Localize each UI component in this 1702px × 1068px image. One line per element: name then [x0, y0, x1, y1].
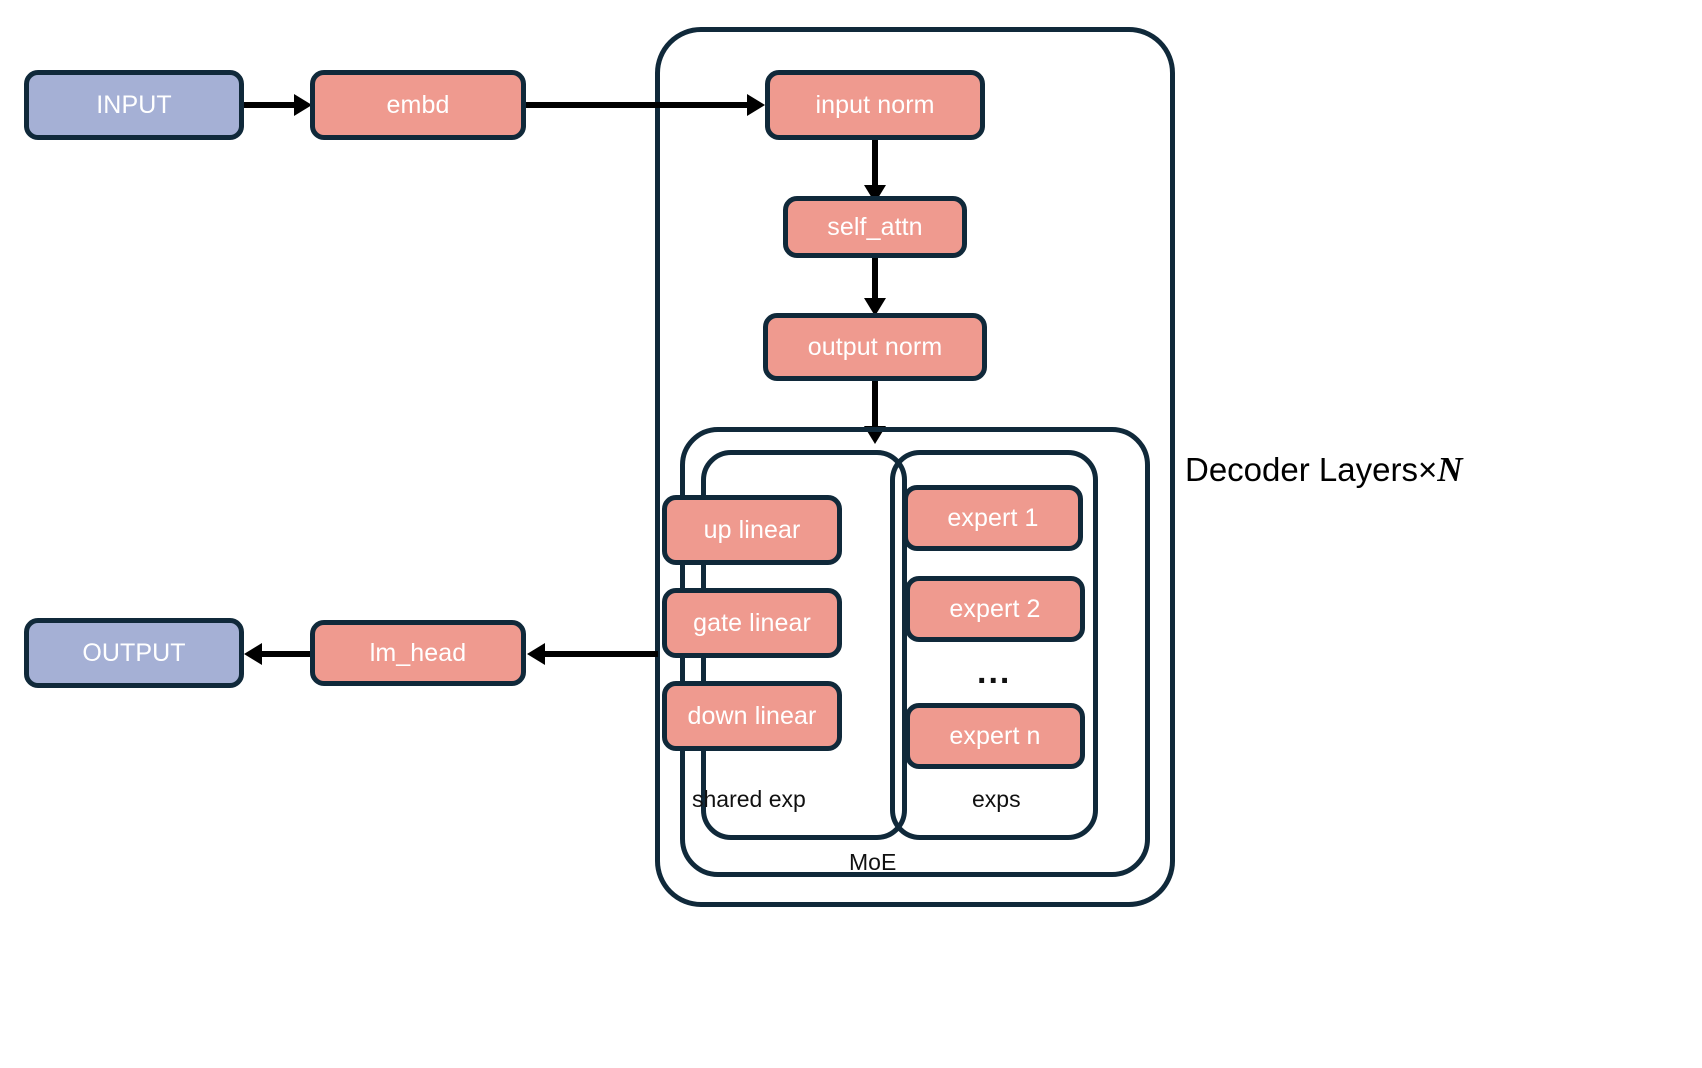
- arrowhead-self-attn-to-output-norm: [864, 298, 886, 316]
- expert-2[interactable]: expert 2: [905, 576, 1085, 642]
- node-input-norm[interactable]: input norm: [765, 70, 985, 140]
- shared-expert-layer-down-linear[interactable]: down linear: [662, 681, 842, 751]
- decoder-layers-label-text: Decoder Layers×: [1185, 451, 1438, 488]
- node-output[interactable]: OUTPUT: [24, 618, 244, 688]
- experts-ellipsis: ...: [977, 653, 1012, 691]
- connector-input-to-embd: [244, 102, 294, 108]
- expert-1[interactable]: expert 1: [903, 485, 1083, 551]
- shared-expert-layer-up-linear[interactable]: up linear: [662, 495, 842, 565]
- node-lm-head[interactable]: lm_head: [310, 620, 526, 686]
- experts-group: [890, 450, 1098, 840]
- connector-self-attn-to-output-norm: [872, 258, 878, 298]
- shared-expert-layer-gate-linear[interactable]: gate linear: [662, 588, 842, 658]
- connector-embd-to-input-norm: [526, 102, 747, 108]
- node-self-attn[interactable]: self_attn: [783, 196, 967, 258]
- node-input[interactable]: INPUT: [24, 70, 244, 140]
- decoder-layers-count-variable: N: [1437, 450, 1463, 489]
- connector-moe-to-lm-head: [545, 651, 658, 657]
- arrowhead-moe-to-lm-head: [527, 643, 545, 665]
- connector-output-norm-to-moe: [872, 381, 878, 426]
- connector-input-norm-to-self-attn: [872, 140, 878, 185]
- connector-lm-head-to-output: [262, 651, 310, 657]
- shared-expert-caption: shared exp: [692, 786, 806, 812]
- arrowhead-lm-head-to-output: [244, 643, 262, 665]
- expert-n[interactable]: expert n: [905, 703, 1085, 769]
- experts-caption: exps: [972, 786, 1021, 812]
- arrowhead-embd-to-input-norm: [747, 94, 765, 116]
- node-embd[interactable]: embd: [310, 70, 526, 140]
- arrowhead-input-to-embd: [294, 94, 312, 116]
- moe-caption: MoE: [849, 849, 897, 875]
- decoder-layers-label: Decoder Layers×N: [1185, 452, 1463, 487]
- node-output-norm[interactable]: output norm: [763, 313, 987, 381]
- decoder-layers-container: [655, 27, 1175, 907]
